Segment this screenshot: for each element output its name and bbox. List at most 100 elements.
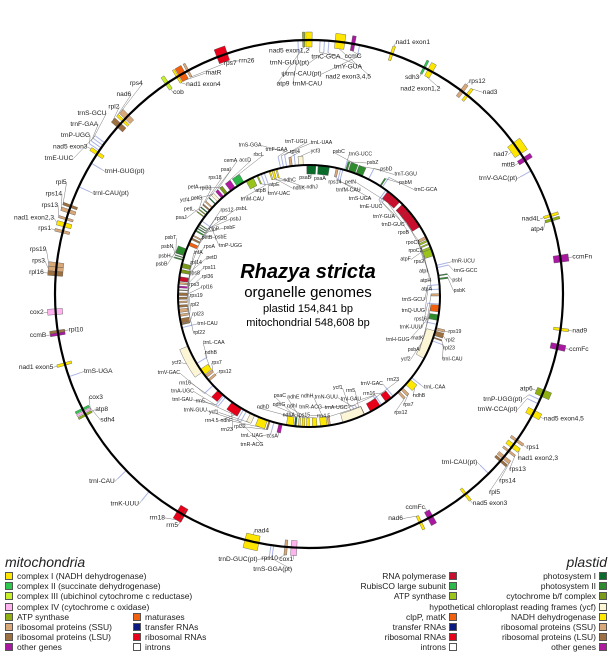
gene-label-trns-gga: trnS-GGA	[239, 143, 262, 149]
mito-size: mitochondrial 548,608 bp	[246, 317, 370, 329]
gene-label-nad5-exon3: nad5 exon3	[473, 500, 508, 507]
trna-mark	[91, 162, 102, 170]
trna-mark	[385, 386, 394, 397]
label-connector	[466, 81, 470, 85]
label-connector	[101, 169, 106, 172]
label-connector	[442, 344, 444, 360]
label-connector	[57, 205, 59, 217]
gene-block-rps8	[177, 300, 188, 304]
trna-mark	[479, 464, 489, 474]
label-connector	[543, 221, 546, 230]
label-connector	[173, 247, 176, 256]
label-connector	[277, 150, 288, 157]
label-connector	[373, 168, 395, 175]
label-connector	[361, 394, 376, 400]
legend-swatch-maturase	[133, 612, 141, 621]
label-connector	[245, 426, 267, 430]
gene-label-trni-cau-pt: trnI-CAU(pt)	[442, 459, 478, 466]
label-connector	[260, 183, 269, 185]
label-connector	[177, 521, 181, 526]
gene-label-trna-ugc: trnA-UGC	[325, 405, 348, 411]
label-connector	[112, 106, 120, 121]
legend-swatch-ssu	[5, 623, 13, 632]
gene-label-petd: petD	[206, 255, 217, 261]
gene-label-cox1: cox1	[279, 556, 293, 563]
legend-label: photosystem I	[543, 571, 596, 581]
gene-block-rpl36	[177, 289, 188, 291]
gene-label-ndhi: ndhI	[287, 403, 297, 409]
legend-label: other genes	[17, 642, 62, 653]
label-connector	[447, 273, 453, 281]
trna-mark	[293, 153, 296, 166]
legend-swatch-other	[599, 643, 607, 652]
label-connector	[330, 406, 361, 417]
label-connector	[419, 73, 422, 78]
label-connector	[394, 42, 396, 47]
label-connector	[186, 287, 202, 295]
label-leader-lines	[43, 42, 573, 570]
legend-label: ATP synthase	[17, 611, 70, 622]
gene-label-rpoc2: rpoC2	[408, 248, 422, 254]
gene-label-rpl10: rpl10	[69, 326, 84, 333]
gene-label-trni-cau: trnI-CAU	[442, 356, 462, 362]
legend-item: ribosomal RNAs	[133, 632, 206, 642]
label-connector	[351, 50, 362, 57]
label-connector	[186, 273, 191, 302]
gene-label-trnn-guu-pt: trnN-GUU(pt)	[270, 60, 309, 67]
trna-mark	[527, 398, 539, 405]
trna-mark	[263, 172, 269, 185]
gene-label-trnn-guu: trnN-GUU	[184, 408, 207, 414]
label-connector	[337, 397, 353, 407]
label-connector	[423, 255, 433, 290]
trna-mark	[89, 143, 100, 151]
gene-label-psba: psbA	[408, 347, 420, 353]
gene-label-clpp: clpP	[209, 227, 220, 233]
gene-label-nad6: nad6	[116, 91, 131, 98]
label-connector	[338, 48, 372, 78]
legend-label: ATP synthase	[393, 591, 446, 602]
label-connector	[269, 556, 293, 570]
label-connector	[179, 373, 205, 394]
gene-label-ndhd: ndhD	[257, 405, 270, 411]
label-connector	[488, 465, 507, 493]
gene-label-ndhc: ndhC	[284, 177, 297, 183]
trna-mark	[196, 356, 208, 364]
trna-mark	[337, 168, 342, 181]
label-connector	[203, 343, 208, 358]
label-connector	[517, 450, 520, 459]
gene-label-trnf-gaa: trnF-GAA	[266, 147, 288, 153]
gene-label-rpoc1: rpoC1	[406, 240, 420, 246]
label-connector	[227, 160, 252, 183]
gene-block-rpl22	[178, 304, 188, 308]
gene-label-ccmfc: ccmFc	[569, 346, 589, 353]
label-connector	[362, 166, 381, 170]
gene-label-rrn5: rrn5	[196, 398, 205, 404]
label-connector	[204, 353, 210, 367]
gene-label-atp9: atp9	[277, 81, 290, 88]
label-connector	[276, 46, 304, 85]
legend-item: complex III (ubichinol cytochrome c redu…	[5, 591, 245, 601]
gene-block-rpl14	[177, 296, 188, 300]
gene-label-matr: matR	[206, 70, 222, 77]
trna-mark	[327, 40, 330, 53]
trna-mark	[378, 189, 387, 201]
label-connector	[410, 341, 423, 360]
legend-label: complex I (NADH dehydrogenase)	[17, 571, 147, 581]
label-connector	[200, 210, 221, 240]
gene-label-trnk-uuu: trnK-UUU	[111, 500, 140, 507]
label-connector	[499, 462, 510, 482]
gene-label-rpl33: rpl33	[200, 186, 212, 192]
label-connector	[321, 405, 356, 408]
legend-swatch-intron	[133, 643, 141, 652]
label-connector	[347, 154, 350, 159]
gene-label-petg: petG	[191, 196, 202, 202]
label-connector	[403, 394, 409, 406]
gene-label-rps19: rps19	[190, 293, 203, 299]
trna-mark	[204, 384, 214, 394]
gene-label-ycf4: ycf4	[180, 198, 190, 204]
label-connector	[275, 178, 293, 189]
gene-label-atp8: atp8	[95, 406, 108, 413]
